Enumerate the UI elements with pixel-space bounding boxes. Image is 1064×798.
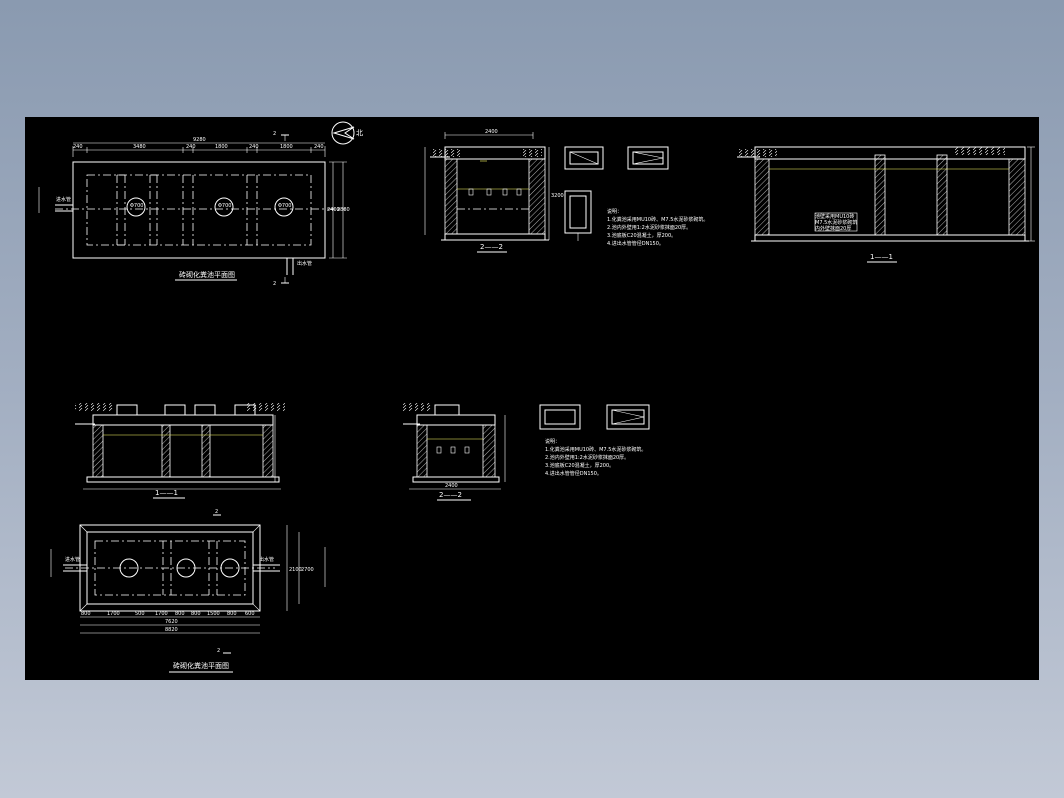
dim-seg-6: 1800: [280, 144, 293, 150]
sec2-height-dim: 3200: [551, 193, 564, 199]
bdim-width-outer: 2700: [301, 567, 314, 573]
notes-bottom-1: 1.化粪池采用MU10砖、M7.5水泥砂浆砌筑。: [545, 446, 646, 453]
title-section-2-bottom: 2——2: [439, 491, 462, 499]
manhole-2: [214, 197, 234, 217]
title-plan-top: 砖砌化粪池平面图: [179, 270, 235, 279]
notes-bottom-3: 3.池底板C20混凝土，厚200。: [545, 462, 614, 469]
dim-width-top: 2400: [327, 207, 340, 213]
notes-top-1: 1.化粪池采用MU10砖、M7.5水泥砂浆砌筑。: [607, 216, 708, 223]
title-section-2-top: 2——2: [480, 243, 503, 251]
section-note-2: 内外壁抹面20厚: [815, 225, 851, 232]
plan-top-left: 240 3480 240 1800 240 1800 240 9280 Φ700…: [38, 121, 363, 287]
section-1-top: 池壁采用MU10砖 M7.5水泥砂浆砌筑 内外壁抹面20厚 1——1: [737, 146, 1035, 263]
bdim-8: 600: [245, 611, 255, 617]
bdim-6: 1500: [207, 611, 220, 617]
section-note-0: 池壁采用MU10砖: [815, 213, 854, 220]
bdim-total: 8820: [165, 627, 178, 633]
dim-seg-2: 3480: [133, 144, 146, 150]
bdim-2: 500: [135, 611, 145, 617]
notes-bottom-0: 说明：: [545, 438, 560, 445]
bdim-subtotal: 7620: [165, 619, 178, 625]
notes-top: 说明： 1.化粪池采用MU10砖、M7.5水泥砂浆砌筑。 2.池内外壁用1:2水…: [607, 208, 708, 247]
bdim-5: 800: [191, 611, 201, 617]
north-arrow-icon: [331, 121, 355, 145]
title-plan-bottom: 砖砌化粪池平面图: [173, 661, 229, 670]
notes-bottom-2: 2.池内外壁用1:2水泥砂浆抹面20厚。: [545, 454, 629, 461]
section-note-1: M7.5水泥砂浆砌筑: [815, 219, 857, 226]
inlet-label-top: 进水管: [56, 196, 71, 203]
dim-seg-3: 240: [186, 144, 196, 150]
notes-top-3: 3.池底板C20混凝土，厚200。: [607, 232, 676, 239]
outlet-label-bottom: 出水管: [259, 556, 274, 563]
bdim-1: 1700: [107, 611, 120, 617]
manhole-1: [126, 197, 146, 217]
inlet-label-bottom: 进水管: [65, 556, 80, 563]
section-1-bottom: 1——1: [75, 403, 285, 499]
title-section-1-right: 1——1: [870, 253, 893, 261]
cut-marker-b: 2: [273, 281, 276, 287]
notes-bottom-4: 4.进出水管管径DN150。: [545, 470, 602, 477]
dim-seg-4: 1800: [215, 144, 228, 150]
bdim-0: 800: [81, 611, 91, 617]
dim-seg-5: 240: [249, 144, 259, 150]
outlet-label-top: 出水管: [297, 260, 312, 267]
manhole-2-label: Φ700: [218, 203, 231, 209]
dim-width-outer-top: 2880: [337, 207, 350, 213]
manhole-b3: [220, 558, 240, 578]
notes-top-2: 2.池内外壁用1:2水泥砂浆抹面20厚。: [607, 224, 691, 231]
bdim-width: 2100: [289, 567, 302, 573]
detail-boxes-top: [564, 146, 669, 241]
manhole-3-label: Φ700: [278, 203, 291, 209]
manhole-3: [274, 197, 294, 217]
sec2-width-dim: 2400: [485, 129, 498, 135]
sec2-bottom-width: 2400: [445, 483, 458, 489]
drawing-canvas: 240 3480 240 1800 240 1800 240 9280 Φ700…: [38, 121, 1035, 673]
cad-viewport[interactable]: 240 3480 240 1800 240 1800 240 9280 Φ700…: [25, 117, 1039, 680]
title-section-1-bottom: 1——1: [155, 489, 178, 497]
section-2-bottom: 2400 2——2: [403, 403, 506, 501]
cut-marker-c: 2: [215, 509, 218, 515]
manhole-1-label: Φ700: [130, 203, 143, 209]
top-plan-dim-ticks: [86, 147, 312, 153]
manhole-b1: [119, 558, 139, 578]
bdim-4: 800: [175, 611, 185, 617]
section-2-top: 2400 3200 2——2: [424, 129, 564, 253]
detail-boxes-bottom: [539, 404, 650, 430]
north-label: 北: [356, 129, 363, 137]
dim-total-top: 9280: [193, 137, 206, 143]
cut-marker-a: 2: [273, 131, 276, 137]
notes-bottom: 说明： 1.化粪池采用MU10砖、M7.5水泥砂浆砌筑。 2.池内外壁用1:2水…: [545, 438, 646, 477]
notes-top-4: 4.进出水管管径DN150。: [607, 240, 664, 247]
cut-marker-d: 2: [217, 648, 220, 654]
manhole-b2: [176, 558, 196, 578]
bdim-3: 1700: [155, 611, 168, 617]
bdim-7: 800: [227, 611, 237, 617]
notes-top-0: 说明：: [607, 208, 622, 215]
plan-bottom-left: 进水管 出水管 2 2 800 1700 500 1700 800 800 15…: [50, 509, 326, 673]
dim-seg-1: 240: [73, 144, 83, 150]
dim-seg-7: 240: [314, 144, 324, 150]
